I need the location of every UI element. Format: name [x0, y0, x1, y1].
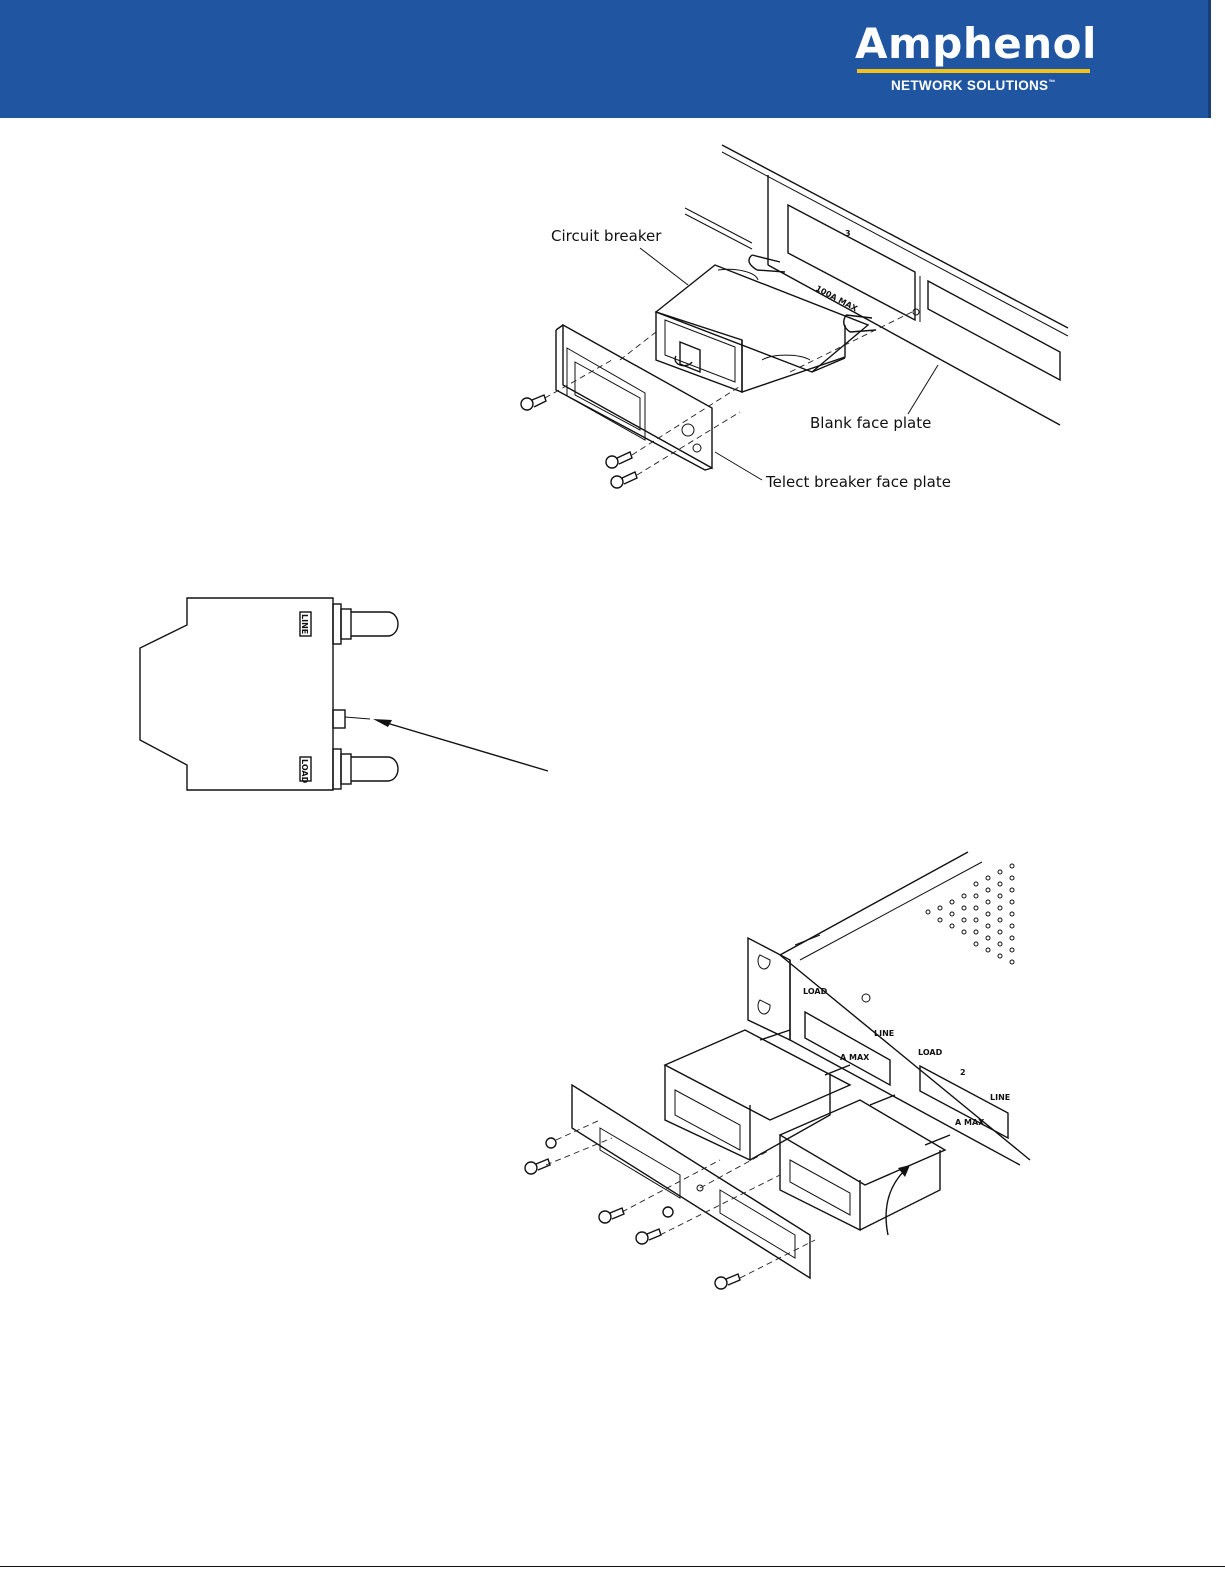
brand-logo-tagline: NETWORK SOLUTIONS™ [891, 78, 1056, 93]
label-telect-face-plate: Telect breaker face plate [765, 473, 951, 491]
slot1-max-label: A MAX [840, 1053, 870, 1062]
mounting-screws [521, 395, 637, 488]
slot1-load-label: LOAD [803, 987, 828, 996]
terminal-line-label: LINE [300, 614, 309, 634]
figure-breaker-side-view: LINE LOAD [130, 590, 560, 800]
tagline-text: NETWORK SOLUTIONS [891, 78, 1048, 93]
telect-face-plate [556, 325, 712, 470]
circuit-breaker [656, 255, 876, 392]
chassis-top [780, 852, 1030, 1160]
alarm-pin [333, 710, 370, 728]
slot2-load-label: LOAD [918, 1048, 943, 1057]
slot-number: 3 [845, 229, 851, 238]
slot2-max-label: A MAX [955, 1118, 985, 1127]
figure-dual-breaker-install: LOAD LINE A MAX LOAD 2 LINE A MAX [515, 850, 1075, 1295]
dual-face-plate [572, 1085, 810, 1278]
trademark-mark: ™ [1048, 80, 1055, 87]
load-terminal-stud [333, 749, 398, 789]
indicator-arrow [886, 1165, 910, 1235]
terminal-load-label: LOAD [300, 759, 309, 784]
brand-logo-wordmark: Amphenol [855, 20, 1095, 68]
pointer-arrow [373, 719, 548, 771]
upper-breaker [665, 1030, 850, 1160]
label-blank-face-plate: Blank face plate [810, 414, 931, 432]
line-terminal-stud [333, 604, 398, 644]
slot2-line-label: LINE [990, 1093, 1010, 1102]
vent-holes [926, 864, 1014, 964]
slot1-line-label: LINE [874, 1029, 894, 1038]
figure-breaker-install: 3 100A MAX Circuit breaker Blank f [500, 135, 1080, 505]
brand-logo-underline [857, 69, 1090, 73]
footer-rule [0, 1566, 1225, 1567]
rating-label: 100A MAX [814, 284, 860, 314]
slot2-number: 2 [960, 1068, 966, 1077]
header-edge [1208, 0, 1211, 118]
lower-breaker [780, 1095, 950, 1230]
label-circuit-breaker: Circuit breaker [551, 227, 662, 245]
